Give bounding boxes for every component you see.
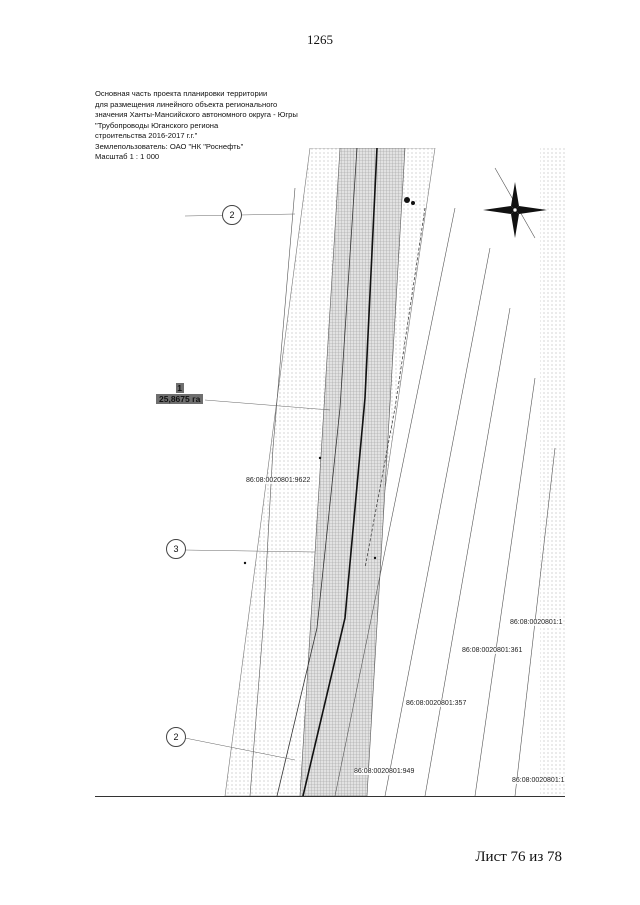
map-drawing [184,148,565,796]
survey-marker [318,456,322,460]
page-number: 1265 [307,32,333,47]
sheet-label: Лист 76 из 78 [475,849,562,865]
survey-marker [411,201,415,205]
header-line: "Трубопроводы Юганского региона [95,120,219,130]
leader-line [184,737,296,761]
dashed-line [364,207,426,569]
pipeline-axis [302,148,378,796]
area-number: 1 [175,383,184,393]
parcel-label: 86:08:0020801:9622 [246,477,311,484]
parcel-line [424,307,511,796]
header-line: Землепользователь: ОАО "НК "Роснефть" [95,141,244,151]
map-header: Основная часть проекта планировки террит… [95,89,385,153]
area-label: 1 25,8675 га [156,383,204,404]
map-bottom-border [95,796,565,797]
boundary-line [249,187,296,796]
leader-line [184,549,316,553]
parcel-label: 86:08:0020801:1 [510,619,563,626]
header-line: для размещения линейного объекта региона… [95,99,278,109]
header-line: строительства 2016-2017 г.г." [95,131,198,141]
header-line: значения Ханты-Мансийского автономного о… [95,110,298,120]
hatched-corridor [299,148,406,796]
survey-marker [404,197,410,203]
scale-label: Масштаб 1 : 1 000 [95,152,162,161]
callout-marker: 3 [166,539,186,559]
callout-marker: 2 [166,727,186,747]
north-arrow-icon [483,182,547,238]
parcel-line [334,207,456,796]
area-value: 25,8675 га [156,394,204,404]
parcel-line [474,377,536,796]
secondary-line [276,148,358,796]
parcel-line [384,247,491,796]
parcel-label: 86:08:0020801:1 [512,777,565,784]
survey-map [95,148,565,796]
callout-marker: 2 [222,205,242,225]
parcel-label: 86:08:0020801:949 [354,768,415,775]
parcel-label: 86:08:0020801:357 [406,700,467,707]
survey-marker [373,556,377,560]
survey-marker [243,561,247,565]
parcel-label: 86:08:0020801:361 [462,647,523,654]
header-line: Основная часть проекта планировки террит… [95,89,268,98]
leader-line [204,399,331,411]
